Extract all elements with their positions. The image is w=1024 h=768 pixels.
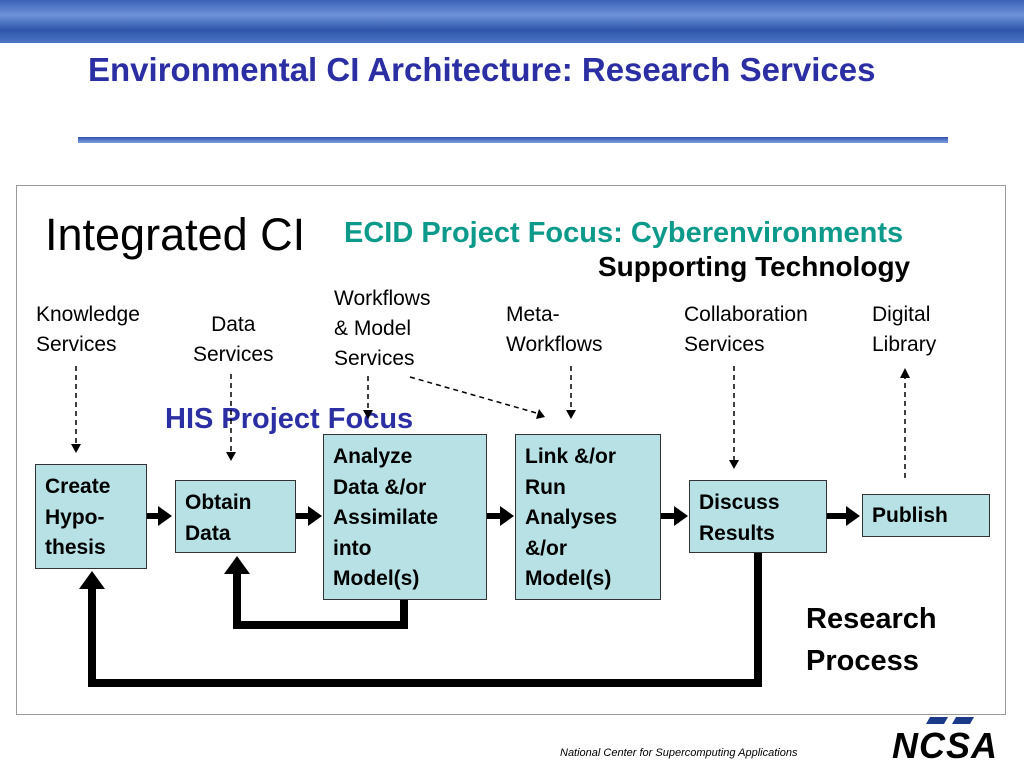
obtain-data-box: Obtain Data bbox=[175, 480, 296, 553]
supporting-tech-label: Supporting Technology bbox=[598, 251, 911, 282]
ncsa-logo-mark bbox=[926, 717, 974, 724]
discuss-results-box: Discuss Results bbox=[689, 480, 827, 553]
data-services-label: Data Services bbox=[193, 313, 274, 366]
title-underline bbox=[78, 137, 948, 143]
footer-org: National Center for Supercomputing Appli… bbox=[560, 747, 798, 759]
header-banner bbox=[0, 0, 1024, 43]
his-focus-label: HIS Project Focus bbox=[165, 403, 414, 435]
link-run-analyses-box: Link &/or Run Analyses &/or Model(s) bbox=[515, 434, 661, 600]
create-hypothesis-box: Create Hypo- thesis bbox=[35, 464, 147, 569]
integrated-ci-label: Integrated CI bbox=[45, 209, 306, 260]
ncsa-logo: NCSA bbox=[892, 725, 999, 766]
page-title: Environmental CI Architecture: Research … bbox=[88, 51, 876, 88]
digital-library-label: Digital Library bbox=[872, 303, 937, 356]
research-process-label: Research Process bbox=[806, 603, 937, 677]
meta-workflows-label: Meta- Workflows bbox=[506, 303, 603, 356]
workflows-services-label: Workflows & Model Services bbox=[334, 287, 431, 370]
publish-box: Publish bbox=[862, 494, 990, 537]
collaboration-services-label: Collaboration Services bbox=[684, 303, 808, 356]
ecid-focus-label: ECID Project Focus: Cyberenvironments bbox=[344, 217, 904, 249]
knowledge-services-label: Knowledge Services bbox=[36, 303, 140, 356]
analyze-data-box: Analyze Data &/or Assimilate into Model(… bbox=[323, 434, 487, 600]
diagram-frame bbox=[16, 185, 1006, 715]
